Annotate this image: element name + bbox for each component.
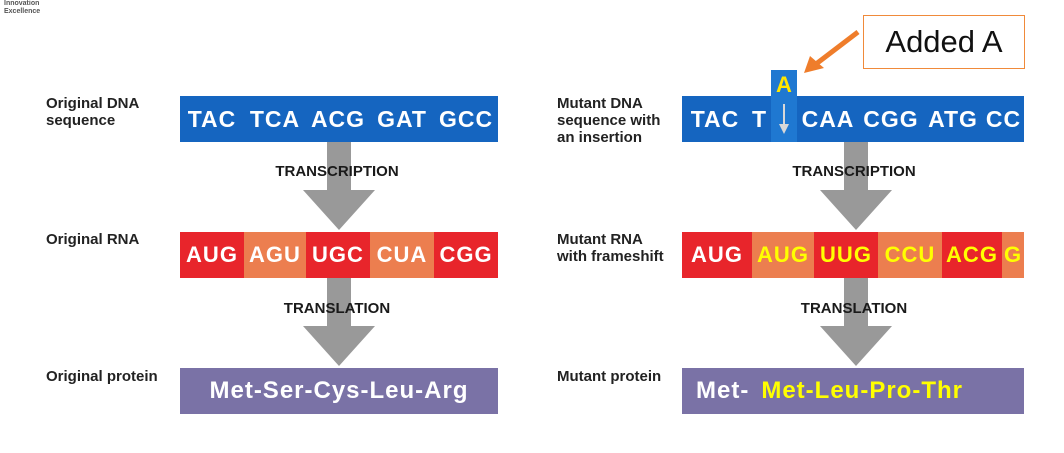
rna-codon: ACG	[942, 232, 1002, 278]
logo-line-1: Innovation	[4, 0, 40, 7]
rna-codon: UGC	[306, 232, 370, 278]
translation-label: TRANSLATION	[283, 300, 391, 317]
insertion-arrow	[779, 104, 789, 134]
dna-codon: TAC	[682, 96, 748, 142]
transcription-label: TRANSCRIPTION	[275, 163, 399, 180]
original-protein-chain: Met-Ser-Cys-Leu-Arg	[180, 368, 498, 414]
rna-codon: UUG	[814, 232, 878, 278]
dna-codon: GCC	[434, 96, 498, 142]
dna-codon: CC	[983, 96, 1024, 142]
rna-codon: AUG	[752, 232, 814, 278]
original-protein-label: Original protein	[46, 368, 158, 385]
dna-codon: GAT	[370, 96, 434, 142]
dna-codon: CAA	[797, 96, 859, 142]
rna-codon: CGG	[434, 232, 498, 278]
callout-arrow	[804, 30, 860, 73]
translation-arrow	[303, 278, 375, 366]
added-a-callout: Added A	[863, 15, 1025, 69]
original-dna-label: Original DNA sequence	[46, 95, 140, 129]
original-dna-strip: TAC TCA ACG GAT GCC	[180, 96, 498, 142]
translation-arrow	[820, 278, 892, 366]
mutant-rna-strip: AUG AUG UUG CCU ACG G	[682, 232, 1024, 278]
dna-codon: ATG	[923, 96, 983, 142]
inserted-base-letter: A	[776, 72, 792, 97]
protein-sequence: Met-Ser-Cys-Leu-Arg	[209, 377, 469, 404]
dna-codon: CGG	[859, 96, 923, 142]
mutant-protein-label: Mutant protein	[557, 368, 662, 385]
mutant-rna-label: Mutant RNA with frameshift	[557, 231, 664, 265]
rna-codon: CCU	[878, 232, 942, 278]
rna-codon: CUA	[370, 232, 434, 278]
rna-base: G	[1002, 232, 1024, 278]
dna-codon: ACG	[306, 96, 370, 142]
dna-codon: TAC	[180, 96, 244, 142]
rna-codon: AUG	[682, 232, 752, 278]
mutant-dna-label: Mutant DNA sequence with an insertion	[557, 95, 661, 146]
original-rna-strip: AUG AGU UGC CUA CGG	[180, 232, 498, 278]
transcription-arrow	[303, 142, 375, 230]
rna-codon: AGU	[244, 232, 306, 278]
dna-base: T	[748, 96, 771, 142]
transcription-label: TRANSCRIPTION	[792, 163, 916, 180]
original-rna-label: Original RNA	[46, 231, 140, 248]
translation-label: TRANSLATION	[800, 300, 908, 317]
logo-line-2: Excellence	[4, 8, 41, 15]
protein-unchanged: Met-	[696, 377, 750, 404]
rna-codon: AUG	[180, 232, 244, 278]
mutant-dna-strip: TAC T CAA CGG ATG CC	[682, 96, 1024, 142]
protein-changed: Met-Leu-Pro-Thr	[761, 377, 963, 404]
mutant-protein-chain: Met- Met-Leu-Pro-Thr	[682, 368, 1024, 414]
transcription-arrow	[820, 142, 892, 230]
dna-codon: TCA	[244, 96, 306, 142]
